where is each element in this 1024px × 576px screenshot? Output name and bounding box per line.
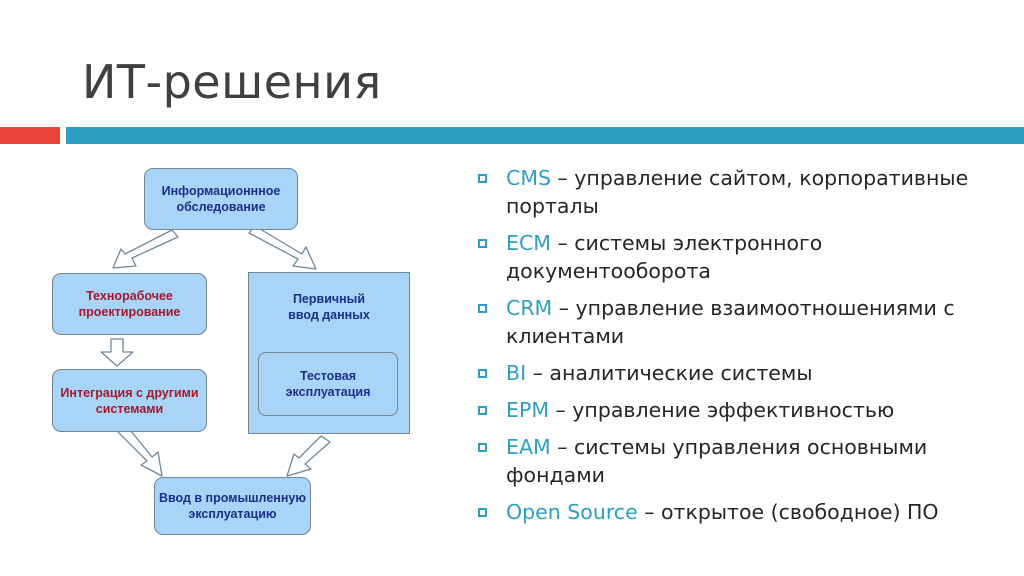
bullet-text: – управление взаимоотношениями с клиента… (506, 296, 955, 348)
bullet-text: – открытое (свободное) ПО (637, 500, 939, 524)
node-production: Ввод в промышленную эксплуатацию (154, 477, 311, 535)
arrow-design-to-integration (100, 338, 134, 367)
node-integration: Интеграция с другими системами (52, 369, 207, 432)
node-survey: Информационнное обследование (144, 168, 298, 230)
bullet-term: EPM (506, 398, 550, 422)
arrow-survey-to-design (112, 229, 179, 269)
title-rule-red (0, 127, 60, 144)
title-rule-blue (66, 127, 1024, 144)
node-test-operation: Тестовая эксплуатация (258, 352, 398, 416)
square-bullet-icon (478, 239, 487, 248)
arrow-survey-to-input (248, 225, 317, 270)
diagram-arrows (100, 225, 331, 477)
bullet-text: – аналитические системы (526, 361, 813, 385)
bullet-term: CMS (506, 166, 552, 190)
square-bullet-icon (478, 174, 487, 183)
bullet-list: CMS – управление сайтом, корпоративные п… (478, 164, 1018, 535)
arrow-integration-to-production (117, 425, 163, 477)
bullet-term: BI (506, 361, 527, 385)
node-tech-design: Технорабочее проектирование (52, 273, 207, 335)
slide-title: ИТ-решения (82, 55, 382, 109)
bullet-term: Open Source (506, 500, 638, 524)
list-item: EAM – системы управления основными фонда… (478, 433, 1018, 489)
bullet-text: – системы управления основными фондами (506, 435, 928, 487)
square-bullet-icon (478, 406, 487, 415)
arrow-input-to-production (286, 435, 331, 477)
square-bullet-icon (478, 304, 487, 313)
bullet-term: ECM (506, 231, 551, 255)
bullet-text: – системы электронного документооборота (506, 231, 823, 283)
list-item: BI – аналитические системы (478, 359, 1018, 387)
square-bullet-icon (478, 369, 487, 378)
list-item: CRM – управление взаимоотношениями с кли… (478, 294, 1018, 350)
bullet-text: – управление эффективностью (549, 398, 895, 422)
list-item: EPM – управление эффективностью (478, 396, 1018, 424)
process-diagram: Информационнное обследование Технорабоче… (0, 150, 440, 570)
bullet-text: – управление сайтом, корпоративные порта… (506, 166, 969, 218)
list-item: CMS – управление сайтом, корпоративные п… (478, 164, 1018, 220)
bullet-term: EAM (506, 435, 551, 459)
square-bullet-icon (478, 508, 487, 517)
square-bullet-icon (478, 443, 487, 452)
list-item: Open Source – открытое (свободное) ПО (478, 498, 1018, 526)
list-item: ECM – системы электронного документообор… (478, 229, 1018, 285)
bullet-term: CRM (506, 296, 553, 320)
